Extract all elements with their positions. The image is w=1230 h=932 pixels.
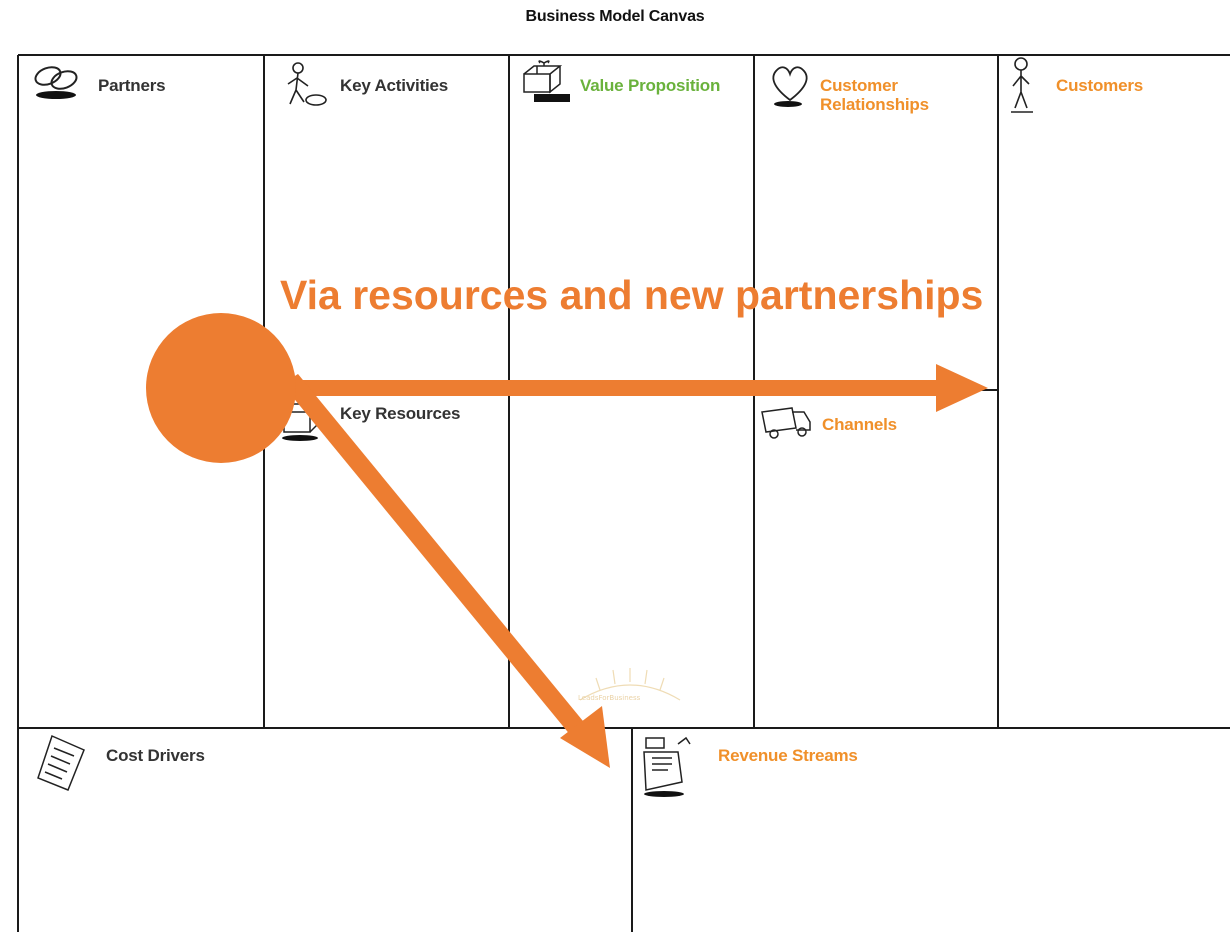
cash-register-icon — [643, 736, 691, 797]
partners-label: Partners — [98, 76, 166, 95]
chain-links-icon — [34, 66, 78, 99]
truck-icon — [761, 407, 811, 439]
value-proposition-label: Value Proposition — [580, 76, 721, 95]
customers-label: Customers — [1056, 76, 1144, 95]
gift-box-icon — [523, 60, 570, 102]
person-icon — [1011, 57, 1033, 113]
page-title: Business Model Canvas — [525, 8, 705, 25]
key-resources-label: Key Resources — [340, 404, 461, 423]
annotation-origin-circle — [146, 313, 296, 463]
diagonal-arrow-shaft — [282, 374, 592, 742]
diagonal-arrow-head — [560, 706, 610, 768]
customer-relationships-label-line2: Relationships — [820, 95, 929, 114]
receipt-icon — [37, 734, 85, 791]
sunrise-watermark-icon — [579, 668, 681, 701]
worker-icon — [287, 62, 327, 106]
horizontal-arrow-shaft — [270, 380, 940, 396]
horizontal-arrow-head — [936, 364, 988, 412]
watermark-text: LeadsForBusiness — [578, 694, 641, 702]
cost-drivers-label: Cost Drivers — [106, 746, 205, 765]
revenue-streams-label: Revenue Streams — [718, 746, 858, 765]
customer-relationships-label-line1: Customer — [820, 76, 898, 95]
annotation-text: Via resources and new partnerships — [280, 272, 984, 318]
channels-label: Channels — [822, 415, 897, 434]
key-activities-label: Key Activities — [340, 76, 449, 95]
heart-icon — [772, 66, 808, 107]
